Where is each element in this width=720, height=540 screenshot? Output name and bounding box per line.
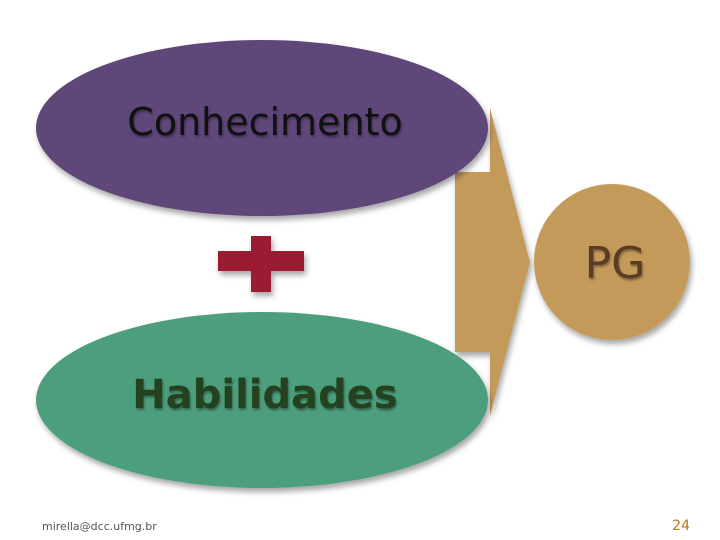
footer-email: mirella@dcc.ufmg.br: [42, 520, 157, 533]
bottom-ellipse: [36, 312, 488, 488]
result-circle-label: PG: [584, 238, 646, 289]
result-circle: [534, 184, 690, 340]
arrow-shape: [455, 108, 530, 416]
plus-icon: [218, 236, 304, 292]
page-number: 24: [672, 518, 690, 534]
bottom-ellipse-label: Habilidades: [132, 372, 398, 418]
top-ellipse-label: Conhecimento: [127, 100, 403, 144]
top-ellipse: [36, 40, 488, 216]
